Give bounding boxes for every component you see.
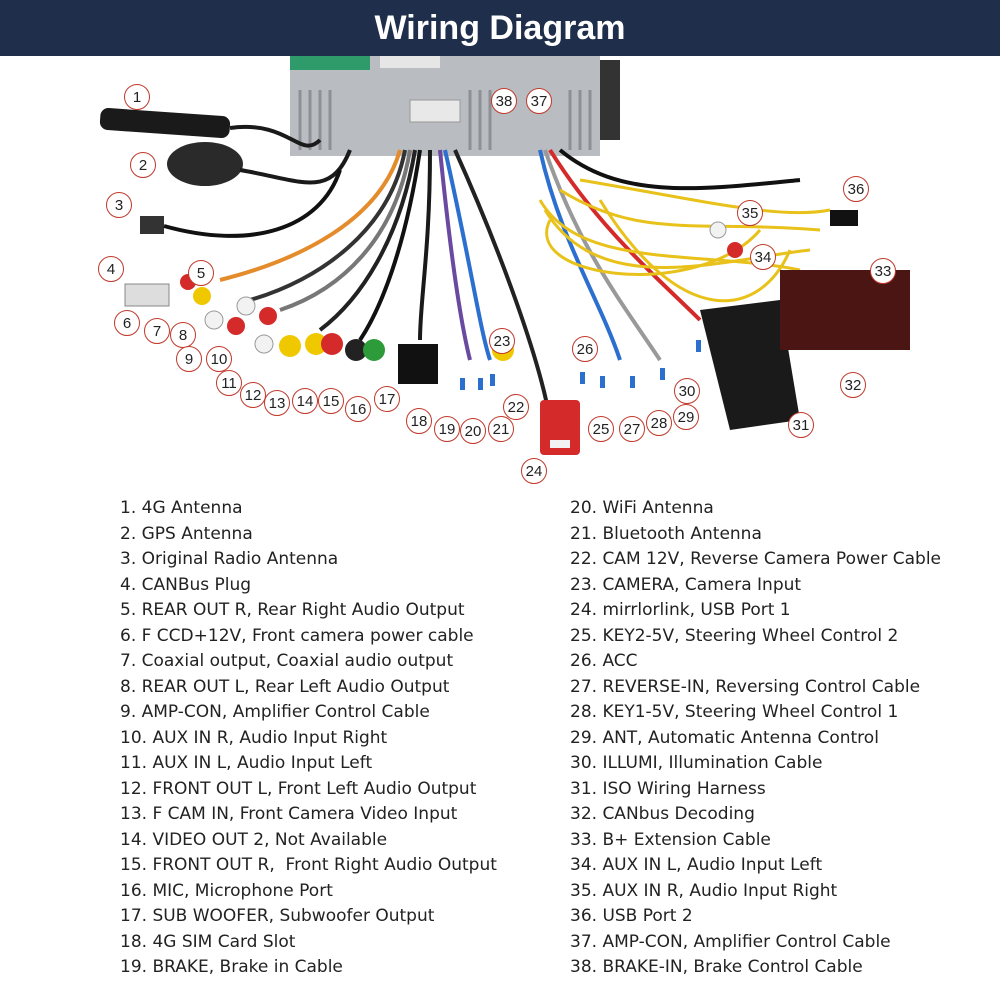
legend-item: 23. CAMERA, Camera Input	[570, 574, 802, 595]
legend-item: 18. 4G SIM Card Slot	[120, 931, 296, 952]
callout-32: 32	[840, 372, 866, 398]
legend-item: 3. Original Radio Antenna	[120, 549, 339, 569]
callout-27: 27	[619, 416, 645, 442]
legend-item: 11. AUX IN L, Audio Input Left	[120, 753, 373, 773]
callout-14: 14	[292, 388, 318, 414]
legend-item: 24. mirrlorlink, USB Port 1	[570, 600, 791, 620]
callout-18: 18	[406, 408, 432, 434]
legend-item: 14. VIDEO OUT 2, Not Available	[120, 829, 388, 850]
callout-4: 4	[98, 256, 124, 282]
callout-21: 21	[488, 416, 514, 442]
legend-item: 17. SUB WOOFER, Subwoofer Output	[120, 906, 435, 926]
legend-item: 38. BRAKE-IN, Brake Control Cable	[570, 957, 863, 977]
callout-29: 29	[673, 404, 699, 430]
legend-item: 8. REAR OUT L, Rear Left Audio Output	[120, 676, 450, 697]
legend-item: 12. FRONT OUT L, Front Left Audio Output	[120, 778, 477, 799]
callout-13: 13	[264, 390, 290, 416]
callout-5: 5	[188, 260, 214, 286]
legend-item: 33. B+ Extension Cable	[570, 829, 771, 850]
gps-antenna-shape	[167, 142, 243, 186]
legend-column-right: 20. WiFi Antenna 21. Bluetooth Antenna 2…	[570, 496, 941, 981]
callout-24: 24	[521, 458, 547, 484]
callout-34: 34	[750, 244, 776, 270]
page-title: Wiring Diagram	[374, 8, 626, 47]
callout-38: 38	[491, 88, 517, 114]
legend-item: 30. ILLUMI, Illumination Cable	[570, 753, 823, 773]
legend-item: 16. MIC, Microphone Port	[120, 880, 333, 901]
callout-9: 9	[176, 346, 202, 372]
legend-item: 19. BRAKE, Brake in Cable	[120, 957, 343, 977]
callout-11: 11	[216, 370, 242, 396]
legend-item: 25. KEY2-5V, Steering Wheel Control 2	[570, 625, 899, 646]
legend-item: 4. CANBus Plug	[120, 574, 252, 595]
legend-item: 31. ISO Wiring Harness	[570, 778, 766, 799]
legend-item: 34. AUX IN L, Audio Input Left	[570, 855, 823, 875]
callout-2: 2	[130, 152, 156, 178]
header-banner: Wiring Diagram	[0, 0, 1000, 56]
legend-item: 15. FRONT OUT R, Front Right Audio Outpu…	[120, 855, 497, 875]
legend-item: 6. F CCD+12V, Front camera power cable	[120, 625, 474, 646]
callout-36: 36	[843, 176, 869, 202]
legend-item: 28. KEY1-5V, Steering Wheel Control 1	[570, 702, 899, 722]
callout-15: 15	[318, 388, 344, 414]
callout-12: 12	[240, 382, 266, 408]
legend-item: 5. REAR OUT R, Rear Right Audio Output	[120, 600, 465, 620]
legend-item: 36. USB Port 2	[570, 906, 693, 926]
legend-item: 35. AUX IN R, Audio Input Right	[570, 880, 838, 901]
wiring-illustration	[99, 56, 910, 455]
legend-item: 20. WiFi Antenna	[570, 498, 714, 518]
callout-7: 7	[144, 318, 170, 344]
callout-1: 1	[124, 84, 150, 110]
callout-26: 26	[572, 336, 598, 362]
callout-17: 17	[374, 386, 400, 412]
legend-item: 32. CANbus Decoding	[570, 804, 755, 824]
callout-31: 31	[788, 412, 814, 438]
callout-10: 10	[206, 346, 232, 372]
callout-22: 22	[503, 394, 529, 420]
legend-column-left: 1. 4G Antenna 2. GPS Antenna 3. Original…	[120, 496, 497, 981]
rca-connectors	[180, 221, 743, 361]
callout-20: 20	[460, 418, 486, 444]
callout-30: 30	[674, 378, 700, 404]
callout-19: 19	[434, 416, 460, 442]
wiring-diagram: 1 2 3 4 5 6 7 8 9 10 11 12 13 14 15 16 1…	[0, 56, 1000, 490]
callout-28: 28	[646, 410, 672, 436]
legend: 1. 4G Antenna 2. GPS Antenna 3. Original…	[0, 496, 1000, 996]
legend-item: 13. F CAM IN, Front Camera Video Input	[120, 804, 458, 824]
legend-item: 10. AUX IN R, Audio Input Right	[120, 727, 388, 748]
callout-33: 33	[870, 258, 896, 284]
callout-3: 3	[106, 192, 132, 218]
callout-8: 8	[170, 322, 196, 348]
legend-item: 37. AMP-CON, Amplifier Control Cable	[570, 931, 891, 952]
callout-6: 6	[114, 310, 140, 336]
callout-35: 35	[737, 200, 763, 226]
legend-item: 9. AMP-CON, Amplifier Control Cable	[120, 702, 430, 722]
callout-25: 25	[588, 416, 614, 442]
legend-item: 21. Bluetooth Antenna	[570, 523, 762, 544]
legend-item: 22. CAM 12V, Reverse Camera Power Cable	[570, 549, 941, 569]
4g-antenna-shape	[99, 108, 231, 138]
callout-37: 37	[526, 88, 552, 114]
legend-item: 2. GPS Antenna	[120, 523, 253, 544]
legend-item: 7. Coaxial output, Coaxial audio output	[120, 651, 454, 671]
callout-16: 16	[345, 396, 371, 422]
callout-23: 23	[489, 328, 515, 354]
legend-item: 1. 4G Antenna	[120, 498, 243, 518]
legend-item: 29. ANT, Automatic Antenna Control	[570, 727, 879, 748]
legend-item: 27. REVERSE-IN, Reversing Control Cable	[570, 676, 921, 697]
legend-item: 26. ACC	[570, 651, 638, 671]
